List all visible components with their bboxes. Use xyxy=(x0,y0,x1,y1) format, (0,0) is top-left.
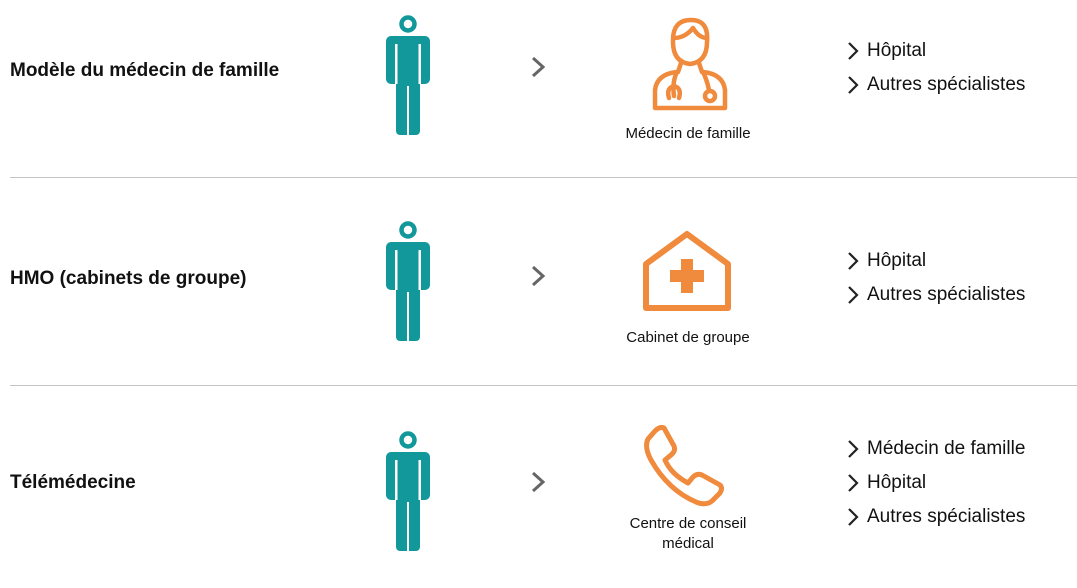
destination-item: Autres spécialistes xyxy=(846,278,1025,312)
destination-item: Médecin de famille xyxy=(846,432,1025,466)
person-icon xyxy=(386,431,430,552)
row-divider xyxy=(10,385,1077,386)
destination-label: Autres spécialistes xyxy=(867,284,1026,305)
care-model-row: Modèle du médecin de famille Médecin de … xyxy=(0,0,1077,178)
arrow-icon xyxy=(531,265,546,287)
chevron-right-icon xyxy=(848,252,859,270)
destination-label: Hôpital xyxy=(867,40,927,61)
clinic-house-icon xyxy=(643,231,731,311)
destination-label: Autres spécialistes xyxy=(867,506,1026,527)
chevron-right-icon xyxy=(848,286,859,304)
provider-label: Médecin de famille xyxy=(625,125,751,142)
care-model-row: HMO (cabinets de groupe) Cabinet de grou… xyxy=(0,178,1077,386)
provider-label: Cabinet de groupe xyxy=(626,329,750,346)
destination-item: Autres spécialistes xyxy=(846,500,1025,534)
phone-icon xyxy=(644,424,724,507)
destination-list: Médecin de famille Hôpital Autres spécia… xyxy=(846,432,1025,534)
row-divider xyxy=(10,177,1077,178)
chevron-right-icon xyxy=(848,42,859,60)
chevron-right-icon xyxy=(848,440,859,458)
care-model-row: Télémédecine Centre de conseil médical M… xyxy=(0,386,1077,588)
chevron-right-icon xyxy=(848,508,859,526)
chevron-right-icon xyxy=(848,76,859,94)
arrow-icon xyxy=(531,56,546,78)
destination-item: Hôpital xyxy=(846,244,1025,278)
chevron-right-icon xyxy=(848,474,859,492)
arrow-icon xyxy=(531,471,546,493)
doctor-icon xyxy=(652,17,728,111)
person-icon xyxy=(386,221,430,342)
destination-list: Hôpital Autres spécialistes xyxy=(846,34,1025,102)
destination-item: Hôpital xyxy=(846,34,1025,68)
model-name: HMO (cabinets de groupe) xyxy=(10,268,247,289)
destination-label: Autres spécialistes xyxy=(867,74,1026,95)
destination-item: Autres spécialistes xyxy=(846,68,1025,102)
provider-label: Centre de conseil médical xyxy=(629,515,747,552)
model-name: Modèle du médecin de famille xyxy=(10,60,280,81)
destination-item: Hôpital xyxy=(846,466,1025,500)
destination-label: Médecin de famille xyxy=(867,438,1026,459)
model-name: Télémédecine xyxy=(10,472,136,493)
destination-label: Hôpital xyxy=(867,250,927,271)
destination-label: Hôpital xyxy=(867,472,927,493)
person-icon xyxy=(386,15,430,136)
destination-list: Hôpital Autres spécialistes xyxy=(846,244,1025,312)
